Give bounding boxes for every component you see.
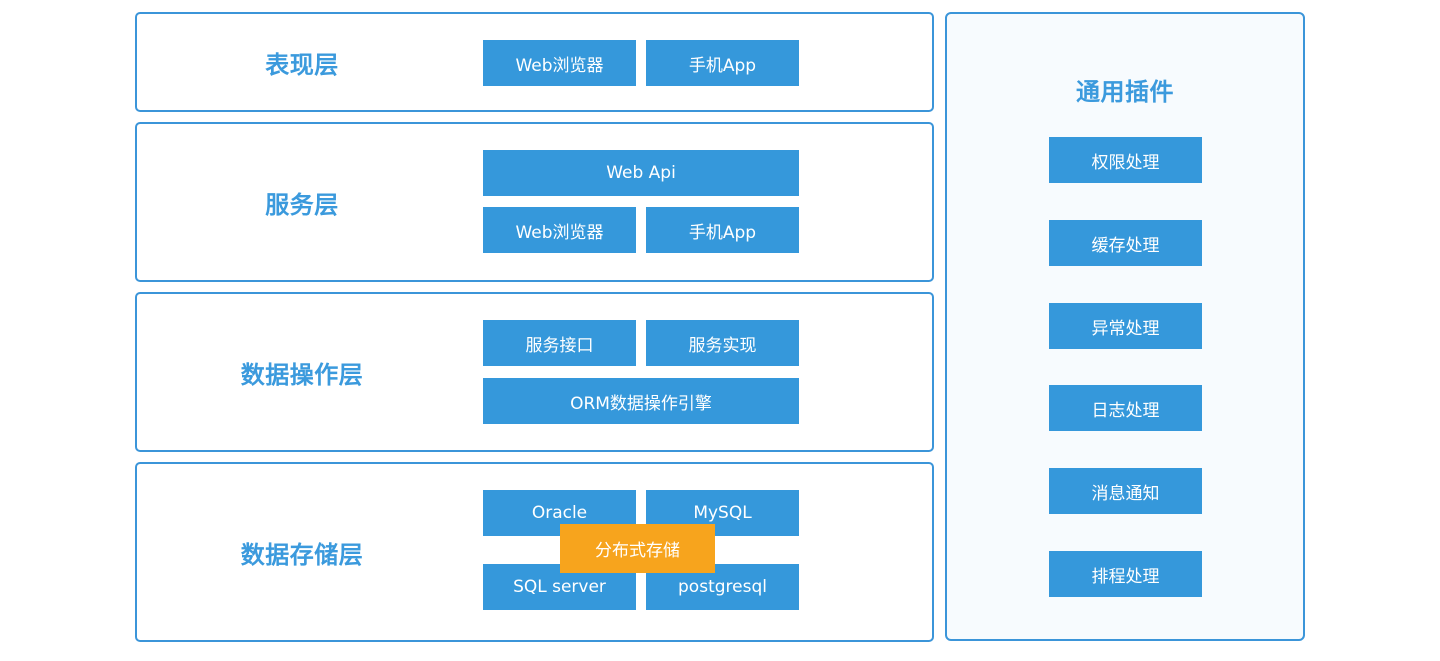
plugins-panel: 通用插件 权限处理 缓存处理 异常处理 日志处理 消息通知 排程处理 xyxy=(945,12,1305,641)
node-orm-engine: ORM数据操作引擎 xyxy=(483,378,799,424)
layer-data-operation: 数据操作层 服务接口 服务实现 ORM数据操作引擎 xyxy=(135,292,934,452)
plugin-exception: 异常处理 xyxy=(1049,303,1202,349)
node-oracle: Oracle xyxy=(483,490,636,536)
plugin-permission: 权限处理 xyxy=(1049,137,1202,183)
node-postgresql: postgresql xyxy=(646,564,799,610)
plugin-notification: 消息通知 xyxy=(1049,468,1202,514)
node-service-impl: 服务实现 xyxy=(646,320,799,366)
node-distributed-storage: 分布式存储 xyxy=(560,524,715,573)
layer-data-storage: 数据存储层 Oracle MySQL SQL server postgresql… xyxy=(135,462,934,642)
node-service-interface: 服务接口 xyxy=(483,320,636,366)
layer-service-label: 服务层 xyxy=(265,190,339,219)
node-web-browser: Web浏览器 xyxy=(483,40,636,86)
layer-data-storage-label: 数据存储层 xyxy=(240,540,364,569)
node-web-browser: Web浏览器 xyxy=(483,207,636,253)
layer-presentation: 表现层 Web浏览器 手机App xyxy=(135,12,934,112)
plugin-scheduling: 排程处理 xyxy=(1049,551,1202,597)
node-web-api: Web Api xyxy=(483,150,799,196)
plugin-logging: 日志处理 xyxy=(1049,385,1202,431)
layer-presentation-label: 表现层 xyxy=(265,50,339,79)
plugins-panel-title: 通用插件 xyxy=(1076,78,1174,106)
node-mobile-app: 手机App xyxy=(646,207,799,253)
layer-service: 服务层 Web Api Web浏览器 手机App xyxy=(135,122,934,282)
plugin-cache: 缓存处理 xyxy=(1049,220,1202,266)
node-mobile-app: 手机App xyxy=(646,40,799,86)
node-sql-server: SQL server xyxy=(483,564,636,610)
layer-data-operation-label: 数据操作层 xyxy=(240,360,364,389)
